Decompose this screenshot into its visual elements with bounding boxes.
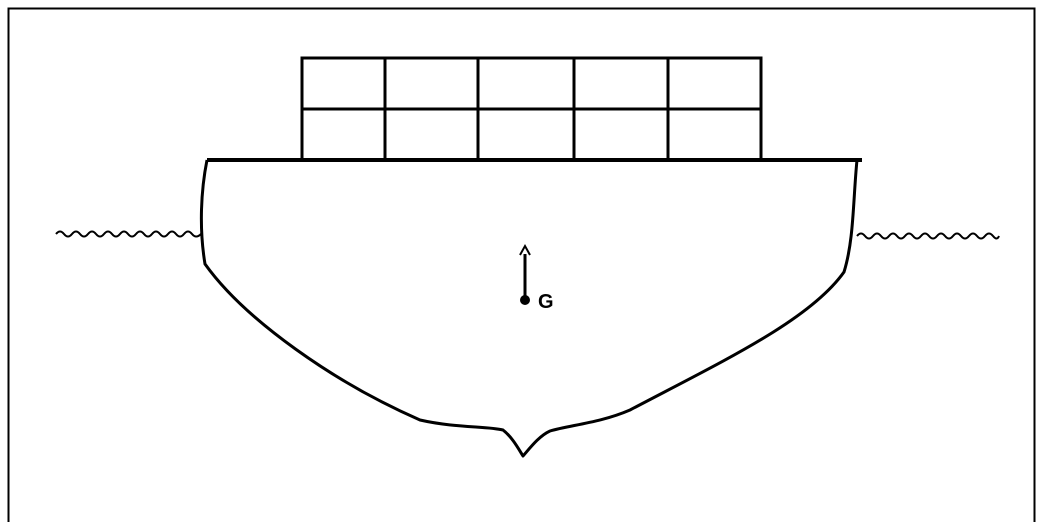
ship-hull	[199, 159, 859, 458]
water-surface-left	[55, 230, 202, 238]
arrowhead-icon	[519, 243, 531, 256]
water-surface-right	[856, 232, 1000, 240]
figure-border	[7, 7, 1036, 522]
center-of-gravity-label: G	[538, 291, 554, 313]
container-stack	[300, 56, 763, 162]
point-marker	[520, 295, 530, 305]
center-of-gravity-marker: G	[519, 243, 554, 313]
